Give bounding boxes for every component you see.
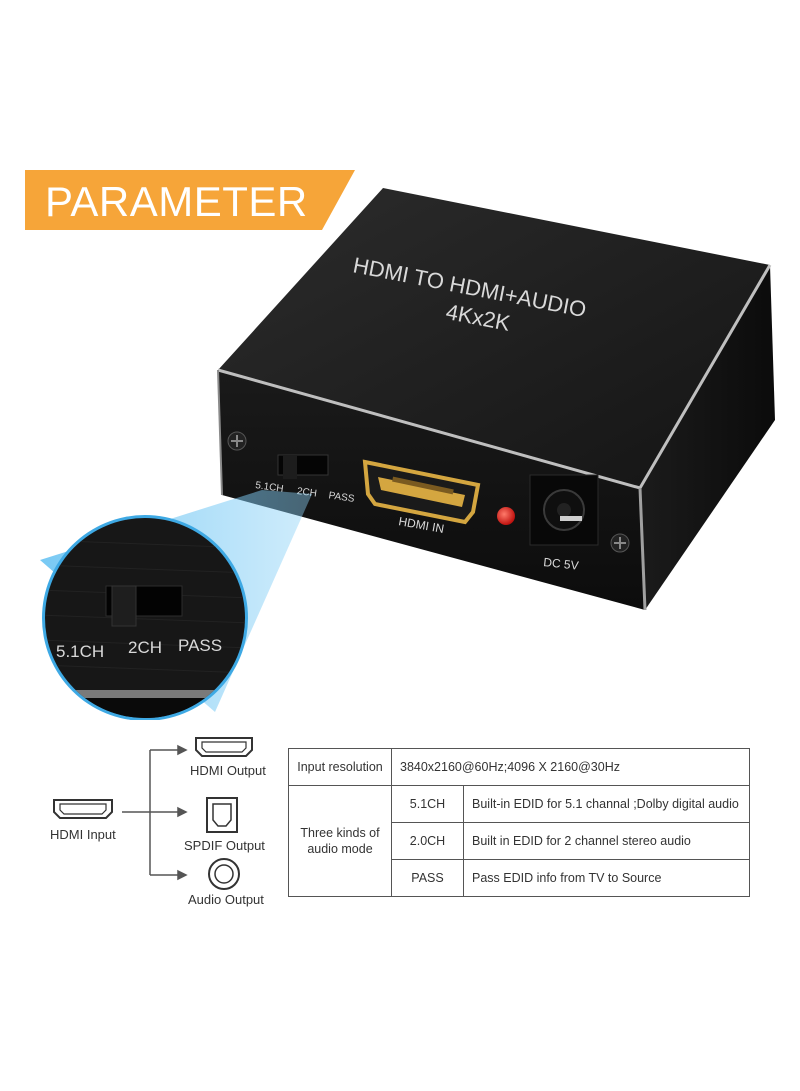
zoom-label-2ch: 2CH [128, 638, 162, 657]
device-side-face [640, 265, 775, 610]
table-row: Three kinds of audio mode 5.1CH Built-in… [288, 785, 750, 897]
device-front-details: 5.1CH 2CH PASS HDMI IN DC 5V [227, 431, 630, 573]
banner-title: PARAMETER [45, 178, 308, 225]
mode-name: 5.1CH [391, 785, 464, 823]
resolution-label: Input resolution [288, 748, 392, 786]
mode-desc: Built-in EDID for 5.1 channal ;Dolby dig… [463, 785, 750, 823]
hdmi-in-port [362, 459, 481, 525]
parameter-banner: PARAMETER [25, 170, 355, 230]
audio-output-icon [208, 858, 240, 890]
power-led [497, 507, 515, 525]
spdif-output-label: SPDIF Output [184, 838, 265, 853]
device-top-face [218, 188, 770, 488]
mode-name: PASS [391, 859, 464, 897]
hdmi-output-icon [195, 737, 253, 757]
hdmi-input-label: HDMI Input [50, 827, 116, 842]
mode-name: 2.0CH [391, 822, 464, 860]
table-row: Input resolution 3840x2160@60Hz;4096 X 2… [288, 748, 750, 786]
zoom-label-pass: PASS [178, 636, 222, 655]
screw-icon [610, 533, 630, 553]
table-row: PASS Pass EDID info from TV to Source [289, 859, 750, 897]
device-illustration: HDMI TO HDMI+AUDIO 4Kx2K 5.1CH 2CH PASS … [40, 188, 775, 720]
svg-text:PASS: PASS [328, 490, 356, 505]
audio-output-label: Audio Output [188, 892, 264, 907]
parameter-table: Input resolution 3840x2160@60Hz;4096 X 2… [288, 748, 750, 897]
zoom-label-51ch: 5.1CH [56, 642, 104, 661]
mode-desc: Built in EDID for 2 channel stereo audio [463, 822, 750, 860]
hdmi-input-icon [53, 799, 113, 819]
dc-5v-label: DC 5V [543, 555, 580, 573]
audio-mode-label: Three kinds of audio mode [288, 785, 392, 897]
signal-diagram [53, 737, 253, 890]
resolution-value: 3840x2160@60Hz;4096 X 2160@30Hz [391, 748, 750, 786]
table-row: 2.0CH Built in EDID for 2 channel stereo… [289, 822, 750, 860]
hdmi-output-label: HDMI Output [190, 763, 266, 778]
spdif-output-icon [206, 797, 238, 833]
screw-icon [227, 431, 247, 451]
switch-zoom-circle: 5.1CH 2CH PASS [42, 515, 248, 720]
mode-desc: Pass EDID info from TV to Source [463, 859, 750, 897]
